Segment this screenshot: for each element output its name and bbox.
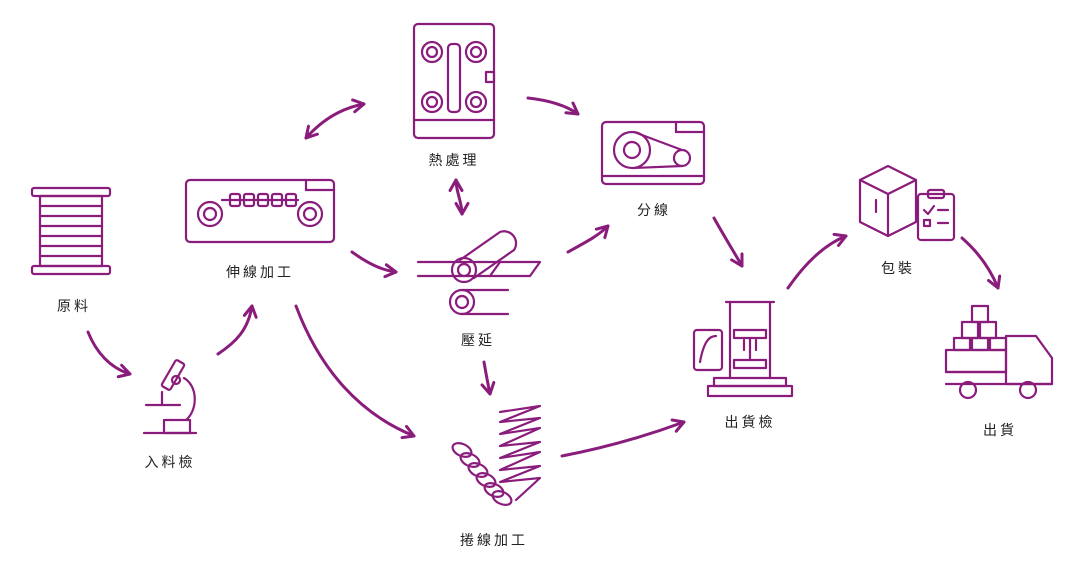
heat-treatment-machine-icon (412, 22, 496, 140)
arrow-rolling-to-coiling (480, 360, 496, 396)
arrow-final-inspection-to-packing (786, 232, 848, 290)
step-label-shipping: 出貨 (983, 423, 1017, 439)
coil-spring-icon (451, 404, 542, 506)
rolling-mill-icon (416, 230, 542, 316)
arrow-heat-rolling-bidirectional (448, 178, 470, 216)
step-label-raw-material: 原料 (57, 299, 91, 315)
step-label-final-inspection: 出貨檢 (724, 415, 776, 431)
step-label-slitting: 分線 (637, 203, 671, 219)
delivery-truck-icon (944, 304, 1054, 400)
step-label-coiling: 捲線加工 (460, 533, 528, 549)
wire-spool-icon (30, 186, 112, 276)
arrow-rolling-to-slitting (566, 224, 610, 254)
step-label-rolling: 壓延 (461, 333, 495, 349)
drawing-machine-icon (184, 178, 336, 244)
arrow-inspection-to-drawing (216, 304, 258, 356)
arrow-drawing-to-rolling (350, 250, 398, 279)
arrow-packing-to-shipping (960, 236, 1002, 290)
step-label-packing: 包裝 (881, 261, 915, 277)
arrow-heat-to-slitting (526, 96, 580, 116)
step-label-incoming-inspection: 入料檢 (144, 455, 196, 471)
arrow-drawing-heat-bidirectional (304, 98, 366, 140)
arrow-coiling-to-final-inspection (560, 418, 686, 458)
arrow-drawing-to-coiling (294, 304, 416, 440)
arrow-raw-to-inspection (86, 330, 132, 379)
step-label-wire-drawing: 伸線加工 (226, 265, 294, 281)
package-checklist-icon (858, 164, 956, 242)
tensile-tester-icon (692, 300, 794, 398)
step-label-heat-treatment: 熱處理 (428, 153, 480, 169)
microscope-icon (142, 359, 198, 435)
slitting-machine-icon (600, 120, 706, 186)
arrow-slitting-to-final-inspection (712, 216, 744, 268)
